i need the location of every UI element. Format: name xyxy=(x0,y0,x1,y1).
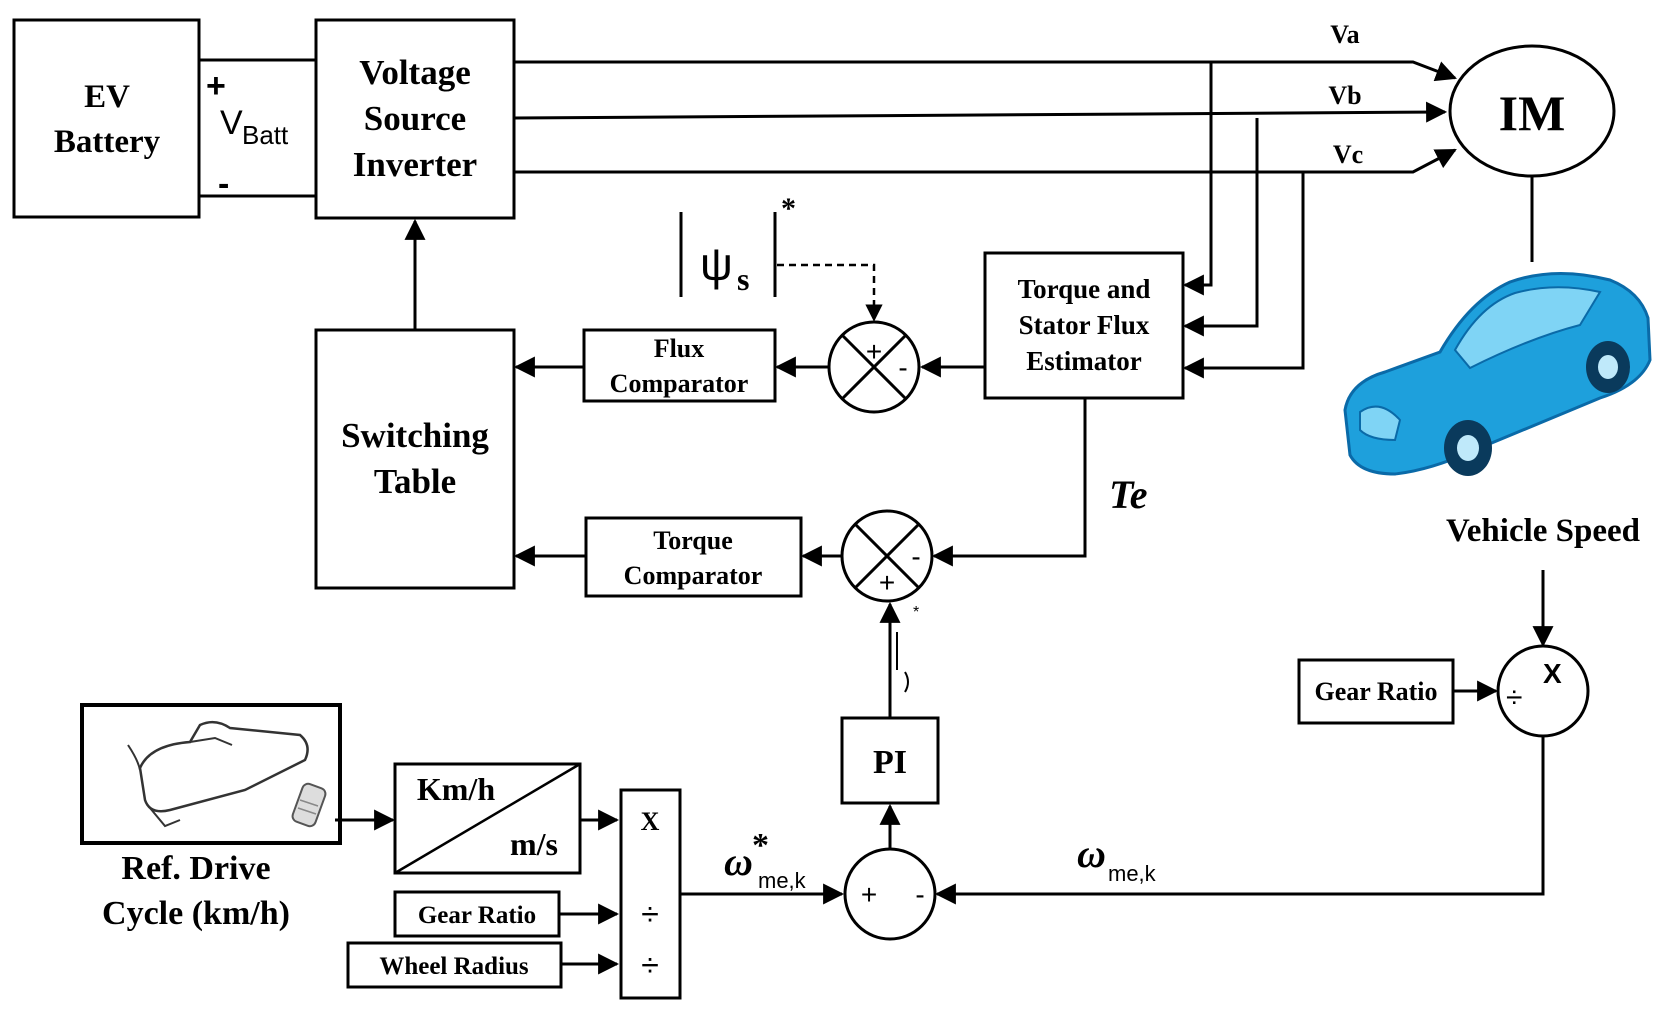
drive-cycle-pedal-block xyxy=(80,703,342,845)
vbatt-plus: + xyxy=(206,67,226,105)
vsi-label-3: Inverter xyxy=(353,145,477,184)
va-label: Va xyxy=(1330,20,1359,49)
torque-sum-minus: - xyxy=(911,541,920,572)
torque-comparator-label-1: Torque xyxy=(653,526,733,555)
mult-div-x: X xyxy=(641,807,660,836)
mult-div-div1: ÷ xyxy=(641,896,659,932)
voltage-source-inverter-block: Voltage Source Inverter xyxy=(314,18,516,220)
vehicle-speed-label: Vehicle Speed xyxy=(1446,513,1640,549)
gear-ratio-right-block: Gear Ratio xyxy=(1297,658,1455,725)
mult-div-div2: ÷ xyxy=(641,947,659,983)
car-front-hub xyxy=(1457,435,1479,461)
pi-controller-block: PI xyxy=(840,716,940,805)
vsi-label-2: Source xyxy=(364,99,466,138)
torque-comparator-block: Torque Comparator xyxy=(584,516,803,598)
car-headlight xyxy=(1359,405,1402,442)
ev-battery-label-1: EV xyxy=(84,79,130,115)
im-label: IM xyxy=(1499,85,1566,141)
car-windows xyxy=(1453,286,1602,370)
flux-comparator-label-1: Flux xyxy=(654,334,705,363)
va-sense-wire xyxy=(1182,62,1213,296)
vb-wire xyxy=(513,101,1448,123)
ms-label: m/s xyxy=(510,826,558,862)
ev-battery-block: EV Battery xyxy=(12,18,201,219)
gear-ratio-left-block: Gear Ratio xyxy=(393,890,561,938)
flux-sum-plus: + xyxy=(866,336,882,367)
speed-mult-div: ÷ xyxy=(1506,681,1522,714)
omega-label: ω xyxy=(1077,831,1106,876)
vc-label: Vc xyxy=(1333,140,1363,169)
torque-sum-plus: + xyxy=(879,567,895,598)
torque-flux-estimator-block: Torque and Stator Flux Estimator xyxy=(983,251,1185,400)
switching-table-label-1: Switching xyxy=(341,416,489,455)
car-icon xyxy=(1343,271,1652,476)
gear-ratio-left-label: Gear Ratio xyxy=(418,902,536,929)
flux-comparator-label-2: Comparator xyxy=(610,369,749,398)
flux-reference-symbol: ψ s * xyxy=(679,192,796,297)
ev-battery-label-2: Battery xyxy=(54,124,161,160)
te-label: Te xyxy=(1109,472,1148,517)
flux-comparator-block: Flux Comparator xyxy=(582,328,777,403)
drive-cycle-label-2: Cycle (km/h) xyxy=(102,895,290,932)
vb-label: Vb xyxy=(1328,81,1361,110)
speed-mult-x: X xyxy=(1543,658,1562,689)
induction-motor-block: IM xyxy=(1448,44,1616,178)
pi-label: PI xyxy=(873,744,907,781)
flux-reference-dashed-wire xyxy=(777,263,883,322)
switching-table-block: Switching Table xyxy=(314,328,516,590)
psi-subscript: s xyxy=(737,261,749,297)
estimator-label-1: Torque and xyxy=(1018,274,1151,304)
vbatt-minus: - xyxy=(218,165,229,203)
kmh-to-ms-block: Km/h m/s xyxy=(393,762,582,875)
va-wire xyxy=(514,60,1457,82)
omega-ref-label: ω xyxy=(724,839,753,884)
psi-symbol: ψ xyxy=(700,238,733,290)
vc-sense-wire xyxy=(1182,172,1305,379)
foot-pedal-icon xyxy=(127,720,327,828)
omega-ref-sub: me,k xyxy=(758,868,807,893)
vc-wire xyxy=(514,148,1457,174)
omega-ref-star: * xyxy=(752,827,769,864)
torque-reference-glyph-e xyxy=(904,671,909,693)
flux-sum-junction: + - xyxy=(827,320,921,414)
flux-sum-minus: - xyxy=(898,352,907,383)
vsi-label-1: Voltage xyxy=(359,53,470,92)
mult-div-block: X ÷ ÷ xyxy=(619,788,682,1000)
psi-star: * xyxy=(781,192,796,225)
vbatt-v: V xyxy=(220,104,243,142)
speed-mult-div-junction: X ÷ xyxy=(1496,644,1590,738)
gear-ratio-right-label: Gear Ratio xyxy=(1315,677,1438,706)
drive-cycle-label-1: Ref. Drive xyxy=(121,850,270,887)
wheel-radius-label: Wheel Radius xyxy=(379,953,529,980)
switching-table-label-2: Table xyxy=(374,462,456,501)
torque-estimate-wire xyxy=(931,398,1087,567)
kmh-label: Km/h xyxy=(417,771,495,807)
torque-comparator-label-2: Comparator xyxy=(624,561,763,590)
vbatt-sub: Batt xyxy=(242,120,289,150)
speed-sum-junction: + - xyxy=(843,847,937,941)
estimator-label-3: Estimator xyxy=(1026,346,1141,376)
car-rear-hub xyxy=(1598,355,1618,379)
torque-sum-junction: - + xyxy=(840,509,934,603)
motor-speed-feedback-wire xyxy=(934,736,1545,905)
speed-sum-minus: - xyxy=(915,879,924,910)
wheel-radius-block: Wheel Radius xyxy=(346,941,563,989)
estimator-label-2: Stator Flux xyxy=(1019,310,1150,340)
omega-sub: me,k xyxy=(1108,861,1157,886)
speed-sum-plus: + xyxy=(861,879,877,910)
torque-reference-star: * xyxy=(913,604,919,621)
vb-sense-wire xyxy=(1182,118,1259,337)
